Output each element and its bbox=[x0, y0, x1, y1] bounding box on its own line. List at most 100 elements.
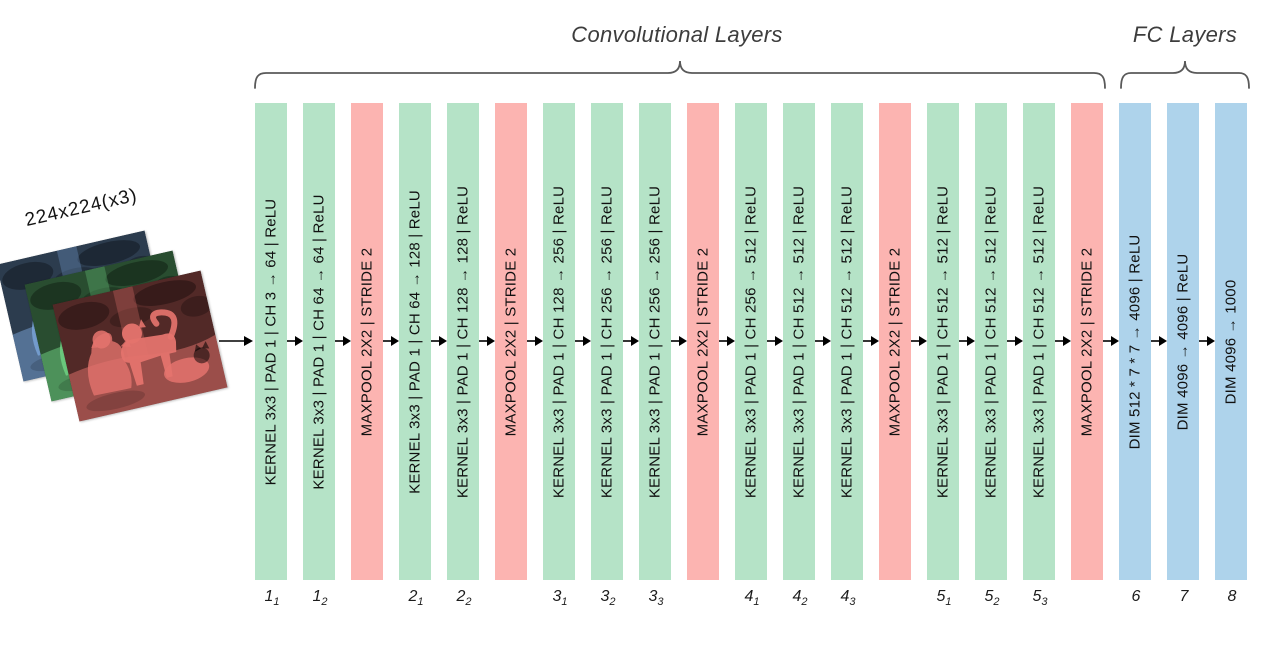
layer-bar-text: KERNEL 3x3 | PAD 1 | CH 128 → 256 | ReLU bbox=[550, 185, 568, 498]
flow-arrow bbox=[1103, 334, 1119, 348]
layer-bar-6-pool: MAXPOOL 2X2 | STRIDE 2 bbox=[495, 103, 527, 580]
layer-index-main: 1 bbox=[312, 588, 322, 605]
layer-bar-4-conv: KERNEL 3x3 | PAD 1 | CH 64 → 128 | ReLU bbox=[399, 103, 431, 580]
input-flow-arrow bbox=[219, 334, 253, 348]
flow-arrow bbox=[479, 334, 495, 348]
layer-bar-text: KERNEL 3x3 | PAD 1 | CH 512 → 512 | ReLU bbox=[934, 185, 952, 498]
layer-bar-14-pool: MAXPOOL 2X2 | STRIDE 2 bbox=[879, 103, 911, 580]
layer-index-sub: 1 bbox=[753, 596, 760, 609]
layer-index-sub: 2 bbox=[465, 596, 472, 609]
flow-arrow bbox=[527, 334, 543, 348]
fc-layers-title: FC Layers bbox=[1132, 22, 1238, 47]
layer-bar-2-conv: KERNEL 3x3 | PAD 1 | CH 64 → 64 | ReLU bbox=[303, 103, 335, 580]
layer-bar-17-conv: KERNEL 3x3 | PAD 1 | CH 512 → 512 | ReLU bbox=[1023, 103, 1055, 580]
flow-arrow bbox=[335, 334, 351, 348]
layer-index-main: 4 bbox=[744, 588, 754, 605]
layer-bar-5-conv: KERNEL 3x3 | PAD 1 | CH 128 → 128 | ReLU bbox=[447, 103, 479, 580]
layer-index-sub: 1 bbox=[561, 596, 568, 609]
flow-arrow bbox=[1007, 334, 1023, 348]
flow-arrow bbox=[383, 334, 399, 348]
layer-bar-text: DIM 4096 → 4096 | ReLU bbox=[1174, 253, 1192, 430]
layer-index-label: 53 bbox=[1032, 588, 1047, 608]
flow-arrow bbox=[431, 334, 447, 348]
flow-arrow bbox=[815, 334, 831, 348]
layer-index-sub: 3 bbox=[849, 596, 856, 609]
layer-bar-12-conv: KERNEL 3x3 | PAD 1 | CH 512 → 512 | ReLU bbox=[783, 103, 815, 580]
layer-bar-text: KERNEL 3x3 | PAD 1 | CH 512 → 512 | ReLU bbox=[790, 185, 808, 498]
layer-bar-text: KERNEL 3x3 | PAD 1 | CH 512 → 512 | ReLU bbox=[982, 185, 1000, 498]
layer-index-main: 7 bbox=[1179, 588, 1189, 605]
layer-index-label: 6 bbox=[1132, 588, 1141, 608]
layer-bar-19-fc: DIM 512 * 7 * 7 → 4096 | ReLU bbox=[1119, 103, 1151, 580]
layer-bar-15-conv: KERNEL 3x3 | PAD 1 | CH 512 → 512 | ReLU bbox=[927, 103, 959, 580]
layer-index-sub: 3 bbox=[657, 596, 664, 609]
layer-index-main: 2 bbox=[456, 588, 466, 605]
layer-index-main: 2 bbox=[408, 588, 418, 605]
layer-index-main: 6 bbox=[1131, 588, 1141, 605]
layer-bar-text: DIM 4096 → 1000 bbox=[1222, 279, 1240, 404]
flow-arrow bbox=[719, 334, 735, 348]
layer-bar-text: KERNEL 3x3 | PAD 1 | CH 128 → 128 | ReLU bbox=[454, 185, 472, 498]
flow-arrow bbox=[863, 334, 879, 348]
layer-index-sub: 1 bbox=[945, 596, 952, 609]
layer-index-main: 3 bbox=[552, 588, 562, 605]
layer-index-main: 3 bbox=[600, 588, 610, 605]
layer-bar-11-conv: KERNEL 3x3 | PAD 1 | CH 256 → 512 | ReLU bbox=[735, 103, 767, 580]
flow-arrow bbox=[623, 334, 639, 348]
layer-bar-text: MAXPOOL 2X2 | STRIDE 2 bbox=[886, 247, 904, 436]
layer-index-sub: 1 bbox=[273, 596, 280, 609]
layer-index-sub: 2 bbox=[801, 596, 808, 609]
input-size-label: 224x224(x3) bbox=[23, 184, 140, 232]
layer-bar-text: KERNEL 3x3 | PAD 1 | CH 512 → 512 | ReLU bbox=[838, 185, 856, 498]
layer-index-label: 42 bbox=[792, 588, 807, 608]
layer-bar-8-conv: KERNEL 3x3 | PAD 1 | CH 256 → 256 | ReLU bbox=[591, 103, 623, 580]
layer-bar-text: KERNEL 3x3 | PAD 1 | CH 64 → 128 | ReLU bbox=[406, 189, 424, 494]
layer-bar-text: MAXPOOL 2X2 | STRIDE 2 bbox=[502, 247, 520, 436]
flow-arrow bbox=[287, 334, 303, 348]
flow-arrow bbox=[1151, 334, 1167, 348]
layer-bar-3-pool: MAXPOOL 2X2 | STRIDE 2 bbox=[351, 103, 383, 580]
layer-index-sub: 1 bbox=[417, 596, 424, 609]
layer-index-sub: 2 bbox=[609, 596, 616, 609]
layer-bar-text: KERNEL 3x3 | PAD 1 | CH 64 → 64 | ReLU bbox=[310, 193, 328, 490]
layer-index-label: 41 bbox=[744, 588, 759, 608]
layer-bar-18-pool: MAXPOOL 2X2 | STRIDE 2 bbox=[1071, 103, 1103, 580]
layer-index-label: 52 bbox=[984, 588, 999, 608]
flow-arrow bbox=[1055, 334, 1071, 348]
layer-index-main: 5 bbox=[1032, 588, 1042, 605]
layer-bar-16-conv: KERNEL 3x3 | PAD 1 | CH 512 → 512 | ReLU bbox=[975, 103, 1007, 580]
layer-bar-text: KERNEL 3x3 | PAD 1 | CH 3 → 64 | ReLU bbox=[262, 198, 280, 485]
layer-bar-text: KERNEL 3x3 | PAD 1 | CH 256 → 256 | ReLU bbox=[646, 185, 664, 498]
layer-bar-text: MAXPOOL 2X2 | STRIDE 2 bbox=[358, 247, 376, 436]
layer-index-label: 51 bbox=[936, 588, 951, 608]
flow-arrow bbox=[671, 334, 687, 348]
layer-bar-21-fc: DIM 4096 → 1000 bbox=[1215, 103, 1247, 580]
layer-bar-text: KERNEL 3x3 | PAD 1 | CH 256 → 512 | ReLU bbox=[742, 185, 760, 498]
layer-bar-text: DIM 512 * 7 * 7 → 4096 | ReLU bbox=[1126, 234, 1144, 449]
conv-layers-title: Convolutional Layers bbox=[571, 22, 783, 47]
layer-bar-text: KERNEL 3x3 | PAD 1 | CH 256 → 256 | ReLU bbox=[598, 185, 616, 498]
layer-index-label: 22 bbox=[456, 588, 471, 608]
layer-index-main: 5 bbox=[984, 588, 994, 605]
conv-layers-brace bbox=[254, 60, 1106, 89]
layer-index-main: 3 bbox=[648, 588, 658, 605]
flow-arrow bbox=[1199, 334, 1215, 348]
layer-index-sub: 3 bbox=[1041, 596, 1048, 609]
layer-bar-9-conv: KERNEL 3x3 | PAD 1 | CH 256 → 256 | ReLU bbox=[639, 103, 671, 580]
layer-index-label: 31 bbox=[552, 588, 567, 608]
flow-arrow bbox=[959, 334, 975, 348]
layer-index-main: 8 bbox=[1227, 588, 1237, 605]
flow-arrow bbox=[911, 334, 927, 348]
layer-index-label: 43 bbox=[840, 588, 855, 608]
layer-index-label: 33 bbox=[648, 588, 663, 608]
layer-index-main: 4 bbox=[792, 588, 802, 605]
layer-bar-20-fc: DIM 4096 → 4096 | ReLU bbox=[1167, 103, 1199, 580]
flow-arrow bbox=[575, 334, 591, 348]
layer-index-label: 12 bbox=[312, 588, 327, 608]
layer-index-label: 32 bbox=[600, 588, 615, 608]
layer-bar-10-pool: MAXPOOL 2X2 | STRIDE 2 bbox=[687, 103, 719, 580]
layer-bar-1-conv: KERNEL 3x3 | PAD 1 | CH 3 → 64 | ReLU bbox=[255, 103, 287, 580]
layer-index-label: 7 bbox=[1180, 588, 1189, 608]
fc-layers-brace bbox=[1120, 60, 1250, 89]
